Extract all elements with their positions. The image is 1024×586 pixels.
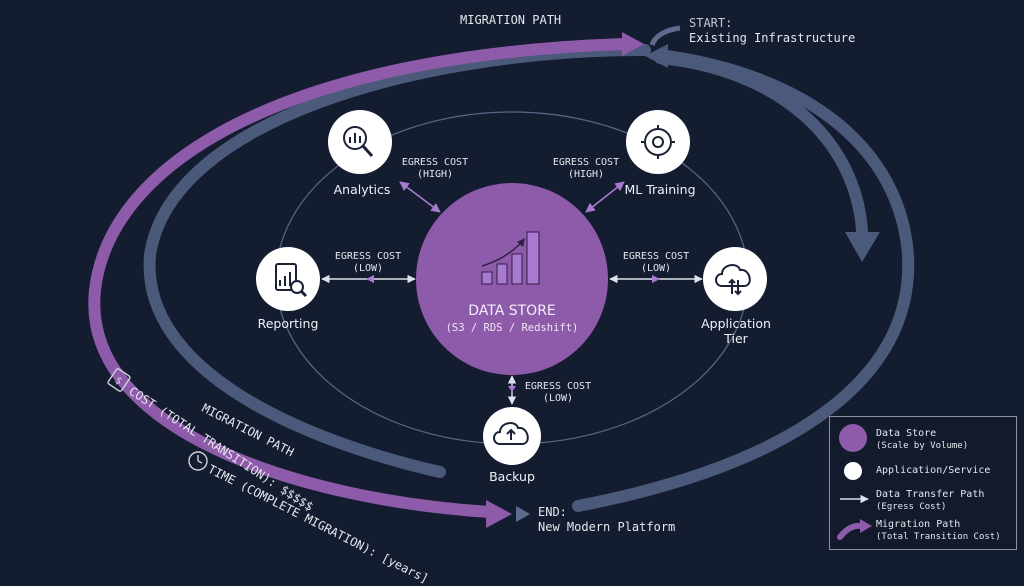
data-store-title: DATA STORE	[468, 303, 556, 319]
legend-transfer-line2: (Egress Cost)	[876, 502, 947, 512]
backup-mid-arrow	[508, 386, 516, 392]
transfer-analytics	[399, 181, 441, 213]
reporting-node[interactable]	[256, 247, 320, 311]
start-curl	[649, 25, 681, 46]
egress-analytics-line1: EGRESS COST	[401, 157, 469, 168]
egress-backup-line1: EGRESS COST	[524, 381, 592, 392]
analytics-label: Analytics	[333, 182, 391, 197]
legend-transfer-label: Data Transfer Path (Egress Cost)	[876, 489, 984, 513]
migration-path-slate-bottom	[572, 49, 915, 512]
egress-analytics-line2: (HIGH)	[416, 169, 454, 180]
egress-ml-training-line2: (HIGH)	[567, 169, 605, 180]
reporting-label: Reporting	[257, 316, 319, 331]
end-name: New Modern Platform	[538, 520, 676, 534]
legend-row-transfer: Data Transfer Path (Egress Cost)	[830, 487, 1016, 515]
application-tier-node[interactable]	[703, 247, 767, 311]
legend-row-migration: Migration Path (Total Transition Cost)	[830, 517, 1016, 545]
egress-reporting-line1: EGRESS COST	[334, 251, 402, 262]
cloud-sync-icon	[715, 264, 751, 296]
cloud-upload-icon	[493, 422, 529, 445]
dollar-document-icon: $	[107, 368, 131, 392]
egress-application-line1: EGRESS COST	[622, 251, 690, 262]
legend-data-store-line2: (Scale by Volume)	[876, 441, 969, 451]
slate-arrowhead-right	[845, 232, 880, 262]
diagram-graphics: $	[88, 25, 915, 528]
legend-app-service-label: Application/Service	[876, 465, 991, 476]
migration-path-purple	[88, 38, 631, 518]
legend-app-service-swatch	[844, 462, 862, 480]
gear-brain-icon	[641, 125, 675, 159]
egress-backup-line2: (LOW)	[542, 393, 574, 404]
slate-arrowhead-top	[645, 44, 668, 68]
analytics-magnifier-icon	[343, 126, 374, 158]
migration-path-slate-left	[143, 44, 651, 478]
ml-training-node[interactable]	[626, 110, 690, 174]
data-store-subtitle: (S3 / RDS / Redshift)	[445, 322, 579, 334]
transfer-ml-training	[585, 181, 625, 213]
purple-arrowhead-top	[622, 32, 644, 56]
slate-arrowhead-end	[516, 506, 530, 522]
egress-backup: EGRESS COST (LOW)	[520, 381, 596, 405]
legend-data-store-line1: Data Store	[876, 428, 937, 439]
svg-text:$: $	[113, 375, 124, 387]
egress-application: EGRESS COST (LOW)	[618, 251, 694, 275]
growth-chart-icon	[481, 231, 540, 285]
legend-migration-line2: (Total Transition Cost)	[876, 532, 1001, 542]
legend-row-app-service: Application/Service	[830, 459, 1016, 487]
legend-migration-line1: Migration Path	[876, 519, 961, 530]
architecture-diagram: $ MIGRATION PATH START: Existing Infrast…	[88, 13, 1017, 586]
legend-data-store-swatch	[839, 424, 867, 452]
application-tier-label-1: Application	[701, 316, 771, 331]
legend-migration-label: Migration Path (Total Transition Cost)	[876, 519, 1001, 543]
ml-training-label: ML Training	[624, 182, 696, 197]
report-search-icon	[275, 263, 308, 298]
egress-reporting-line2: (LOW)	[352, 263, 384, 274]
legend-migration-swatch	[837, 519, 872, 540]
legend-transfer-swatch	[840, 494, 869, 504]
egress-ml-training: EGRESS COST (HIGH)	[548, 157, 624, 181]
application-mid-arrow	[652, 275, 660, 283]
egress-application-line2: (LOW)	[640, 263, 672, 274]
egress-reporting: EGRESS COST (LOW)	[330, 251, 406, 275]
legend: Data Store (Scale by Volume) Application…	[829, 416, 1017, 550]
start-label: START:	[689, 16, 733, 30]
legend-transfer-line1: Data Transfer Path	[876, 489, 985, 500]
migration-path-top-label: MIGRATION PATH	[460, 13, 562, 27]
backup-label: Backup	[489, 469, 535, 484]
egress-analytics: EGRESS COST (HIGH)	[397, 157, 473, 181]
legend-row-data-store: Data Store (Scale by Volume)	[830, 423, 1016, 452]
purple-arrowhead-end	[486, 500, 512, 528]
egress-ml-training-line1: EGRESS COST	[552, 157, 620, 168]
legend-data-store-label: Data Store (Scale by Volume)	[876, 428, 968, 452]
end-label: END:	[538, 505, 567, 519]
reporting-mid-arrow	[366, 275, 374, 283]
clock-icon	[188, 451, 208, 471]
start-name: Existing Infrastructure	[689, 31, 856, 45]
application-tier-label-2: Tier	[724, 331, 748, 346]
